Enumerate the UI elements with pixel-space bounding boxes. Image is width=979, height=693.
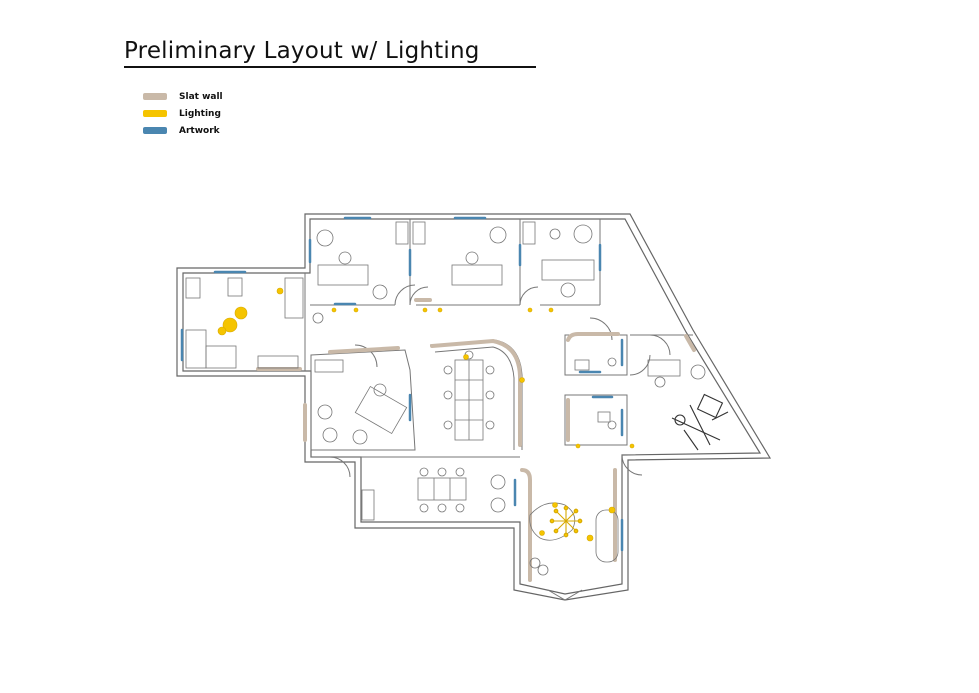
artwork-swatch	[143, 127, 167, 134]
furniture	[185, 221, 706, 576]
legend-item-lighting: Lighting	[143, 105, 223, 122]
pendant-light	[549, 505, 583, 538]
title-underline	[124, 66, 536, 68]
legend-label: Slat wall	[179, 91, 223, 102]
legend-label: Lighting	[179, 108, 221, 119]
equipment-chair	[671, 393, 729, 451]
legend-item-artwork: Artwork	[143, 122, 223, 139]
lighting-fixtures	[217, 287, 635, 542]
legend-item-slat-wall: Slat wall	[143, 88, 223, 105]
interior-walls	[304, 219, 693, 601]
slat-wall-swatch	[143, 93, 167, 100]
drawing-title: Preliminary Layout w/ Lighting	[124, 38, 480, 64]
exterior-walls	[176, 213, 772, 601]
slat-walls	[256, 298, 696, 582]
legend-label: Artwork	[179, 125, 220, 136]
lighting-swatch	[143, 110, 167, 117]
artwork-marks	[180, 216, 624, 552]
legend: Slat wall Lighting Artwork	[143, 88, 223, 139]
